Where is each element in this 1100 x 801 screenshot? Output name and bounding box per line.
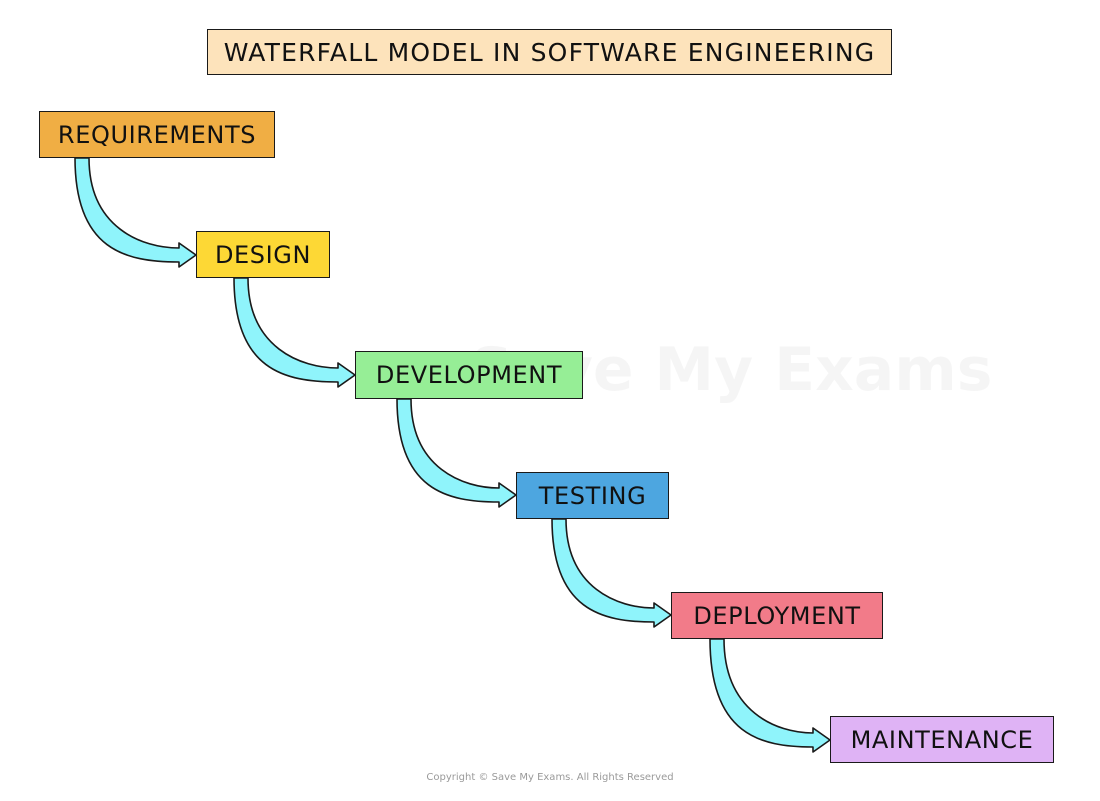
stage-design: DESIGN <box>196 231 330 278</box>
diagram-title: WATERFALL MODEL IN SOFTWARE ENGINEERING <box>207 29 892 75</box>
stage-requirements-label: REQUIREMENTS <box>57 120 257 149</box>
arrow-requirements-to-design <box>74 157 197 268</box>
stage-development-label: DEVELOPMENT <box>375 361 563 389</box>
arrow-design-to-development <box>233 277 356 388</box>
copyright-notice: Copyright © Save My Exams. All Rights Re… <box>426 772 674 783</box>
stage-development: DEVELOPMENT <box>355 351 583 399</box>
arrow-deployment-to-maintenance <box>709 638 831 753</box>
stage-testing: TESTING <box>516 472 669 519</box>
arrow-development-to-testing <box>396 398 517 508</box>
stage-maintenance: MAINTENANCE <box>830 716 1054 763</box>
stage-design-label: DESIGN <box>214 240 312 269</box>
stage-requirements: REQUIREMENTS <box>39 111 275 158</box>
stage-testing-label: TESTING <box>538 481 647 510</box>
diagram-title-text: WATERFALL MODEL IN SOFTWARE ENGINEERING <box>223 37 876 67</box>
stage-deployment-label: DEPLOYMENT <box>693 601 861 630</box>
arrow-testing-to-deployment <box>551 518 672 628</box>
stage-maintenance-label: MAINTENANCE <box>850 725 1034 754</box>
stage-deployment: DEPLOYMENT <box>671 592 883 639</box>
